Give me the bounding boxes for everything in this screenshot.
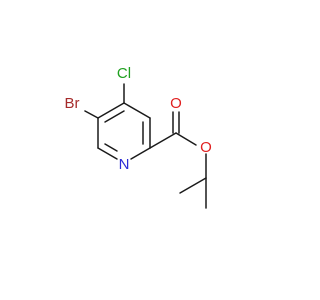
chlorine-atom-label: Cl	[117, 65, 131, 82]
bond-n-c6-inner	[104, 143, 118, 152]
structure-canvas: Cl Br N O O	[64, 64, 212, 209]
ester-oxygen-label: O	[200, 139, 212, 156]
bond-carbonyl-ester-o	[175, 132, 197, 146]
bond-c5-c4-inner	[104, 110, 125, 123]
bond-c5-br	[84, 110, 99, 119]
bond-c2-carbonyl	[149, 132, 177, 149]
bond-c5-c4	[97, 102, 125, 119]
bond-c2-n	[130, 147, 151, 160]
carbonyl-oxygen-label: O	[170, 95, 182, 112]
bond-c4-c3	[123, 102, 151, 119]
bromine-atom-label: Br	[65, 95, 80, 112]
bond-ester-o-link	[179, 177, 207, 194]
molecule-diagram: Cl Br N O O	[65, 65, 212, 209]
bond-n-c6	[97, 147, 118, 160]
nitrogen-atom-label: N	[119, 156, 130, 173]
